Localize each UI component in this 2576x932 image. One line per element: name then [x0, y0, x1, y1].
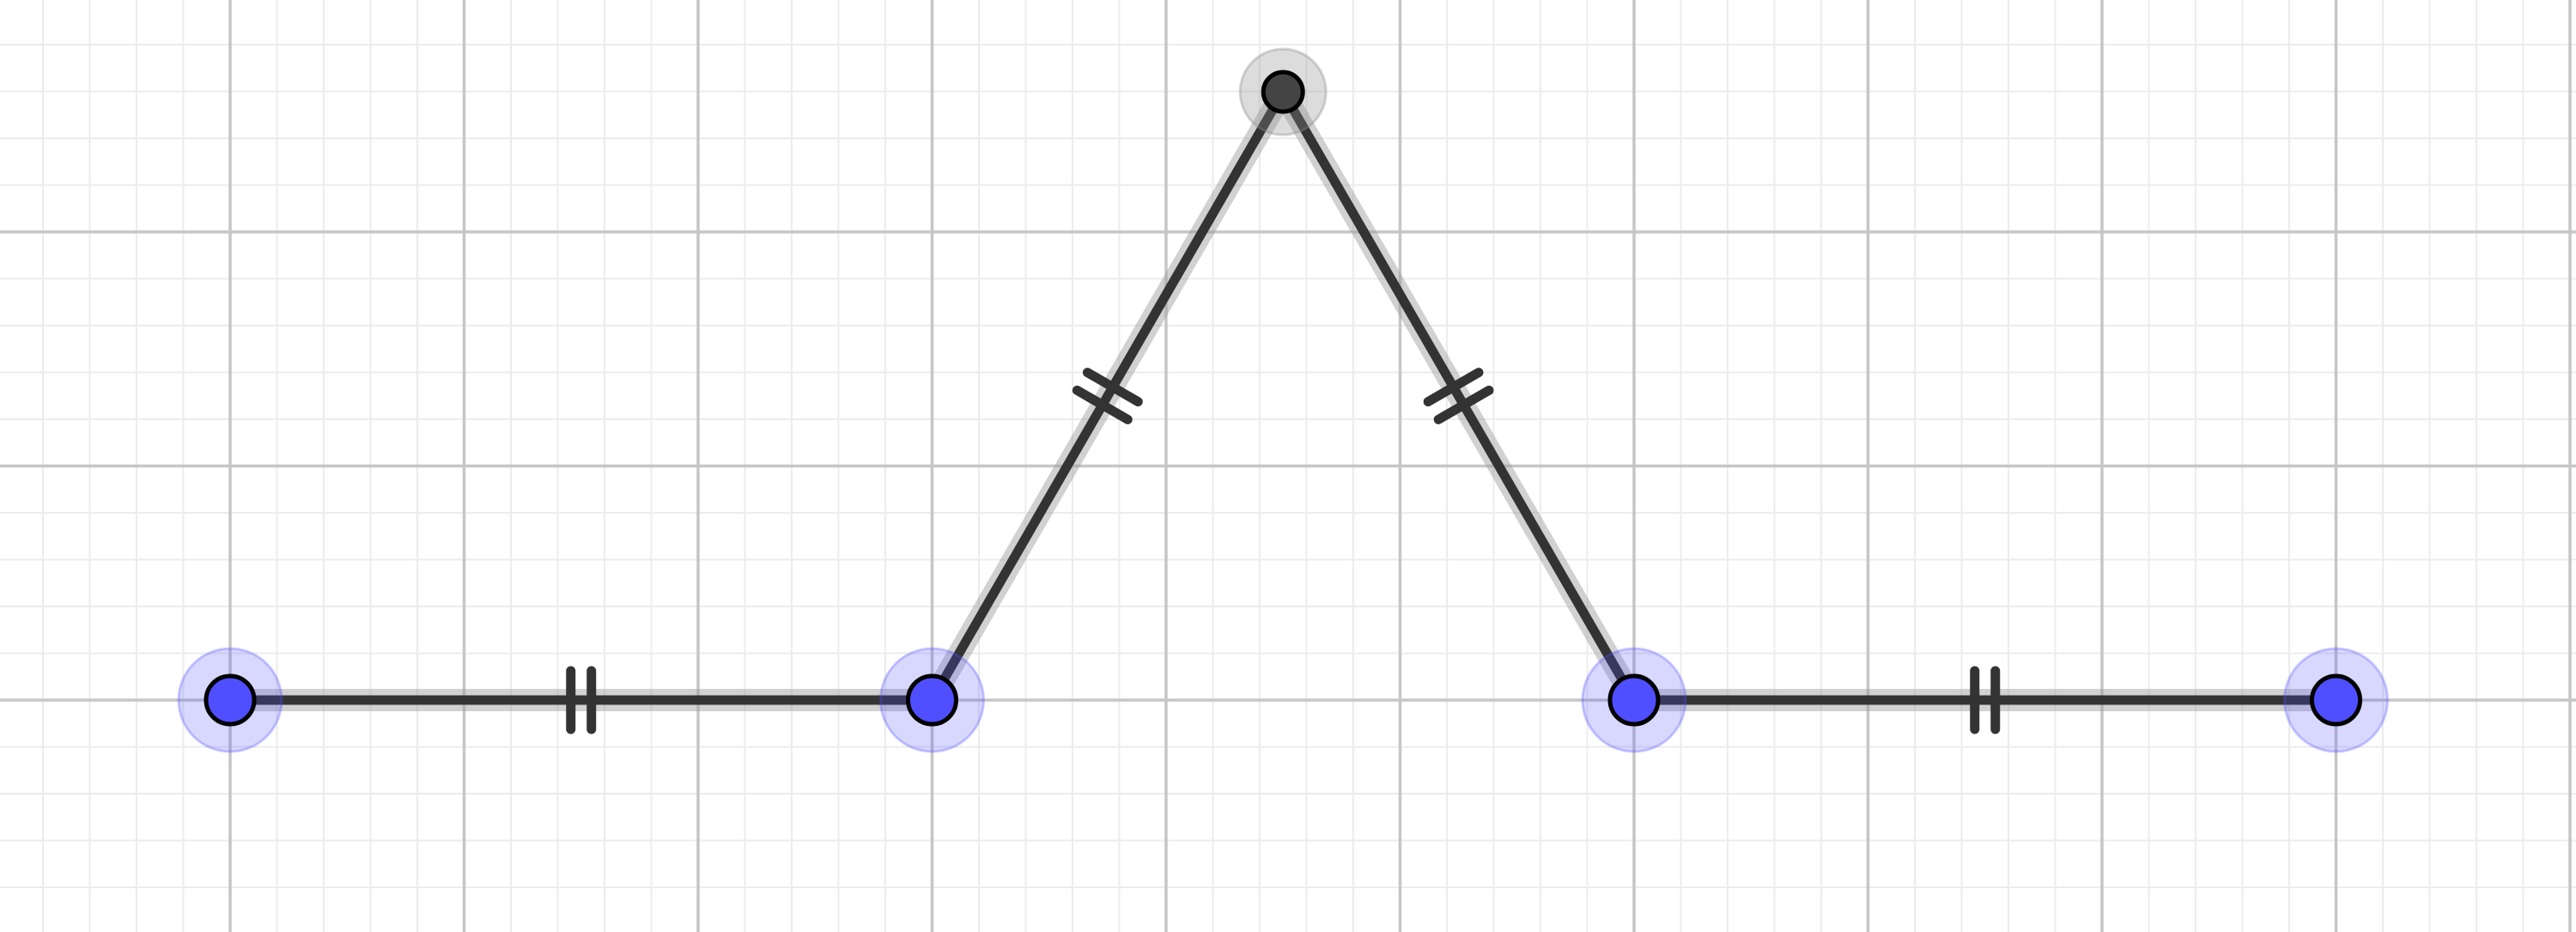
point-dot [1261, 70, 1305, 114]
equal-length-tick-mark [1082, 368, 1143, 407]
free-point-E[interactable] [2283, 647, 2389, 753]
segment-line[interactable] [1278, 87, 1639, 705]
free-point-D[interactable] [1581, 647, 1687, 753]
equal-length-tick-mark [1072, 385, 1133, 424]
free-point-A[interactable] [177, 647, 283, 753]
point-dot[interactable] [906, 673, 958, 727]
segment-CD[interactable] [1273, 86, 1644, 706]
equal-length-tick-mark [1433, 385, 1494, 424]
point-dot[interactable] [2310, 673, 2362, 727]
free-point-B[interactable] [879, 647, 985, 753]
dependent-point-C [1238, 47, 1327, 137]
segment-BC[interactable] [922, 86, 1293, 706]
points-layer [177, 47, 2389, 753]
equal-length-tick-mark [1423, 368, 1484, 407]
point-dot[interactable] [204, 673, 257, 727]
segment-line[interactable] [927, 87, 1288, 705]
tick-marks-layer [566, 368, 2001, 734]
point-dot[interactable] [1607, 673, 1661, 727]
segments-layer [225, 86, 2341, 711]
